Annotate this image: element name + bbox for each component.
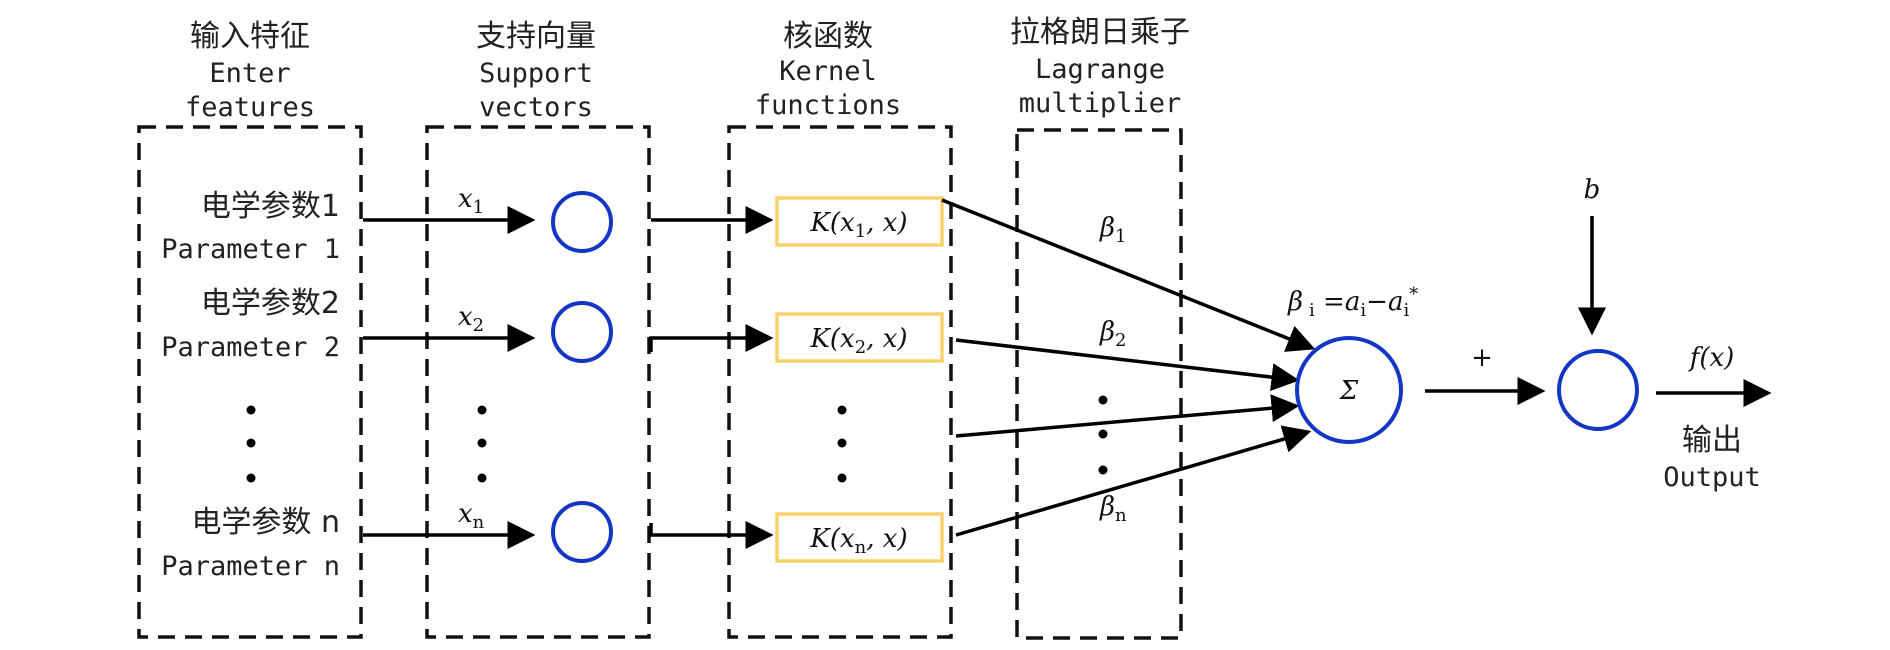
weight-line-1 <box>941 198 1316 352</box>
kernel-box-1 <box>775 196 944 247</box>
input-ellipsis <box>246 405 256 483</box>
kernel-group-box <box>727 125 953 639</box>
support-vector-node-n <box>551 501 613 563</box>
kernel-function-n: K(xn, x) <box>809 524 907 558</box>
input-header-en1: Enter <box>209 58 290 89</box>
kernel-box-2 <box>775 312 944 363</box>
input-label-en-n: Parameter n <box>161 551 340 582</box>
lagrange-header: 拉格朗日乘子 Lagrange multiplier <box>1010 15 1190 119</box>
support-header-zh: 支持向量 <box>476 19 596 54</box>
kernel-header-en2: functions <box>755 90 901 121</box>
input-label-zh-2: 电学参数2 <box>201 286 340 321</box>
sigma-symbol: Σ <box>1339 376 1359 406</box>
bias-label: b <box>1584 175 1601 205</box>
input-label-en-2: Parameter 2 <box>161 332 340 363</box>
support-group-box <box>425 125 651 639</box>
lagrange-header-en1: Lagrange <box>1035 54 1165 85</box>
kernel-function-1: K(x1, x) <box>809 208 907 242</box>
summation-node <box>1295 336 1403 444</box>
beta-label-2: β2 <box>1099 317 1126 351</box>
support-vector-node-2 <box>551 301 613 363</box>
input-label-en-1: Parameter 1 <box>161 234 340 265</box>
weight-line-n <box>955 425 1312 537</box>
support-header-en2: vectors <box>479 92 593 123</box>
kernel-header: 核函数 Kernel functions <box>755 19 901 121</box>
weight-line-ellipsis <box>955 394 1300 438</box>
support-ellipsis <box>477 405 487 483</box>
output-label-en: Output <box>1663 462 1761 493</box>
input-header-zh: 输入特征 <box>190 19 310 54</box>
lagrange-header-zh: 拉格朗日乘子 <box>1010 15 1190 50</box>
lagrange-ellipsis <box>1098 395 1108 475</box>
kernel-box-n <box>775 512 944 563</box>
output-function: f(x) <box>1688 343 1735 373</box>
x-label-n: xn <box>458 499 485 533</box>
x-label-1: x1 <box>458 184 484 218</box>
input-group-box <box>137 125 363 639</box>
kernel-ellipsis <box>837 405 847 483</box>
kernel-header-en1: Kernel <box>779 56 877 87</box>
beta-label-1: β1 <box>1099 213 1126 247</box>
output-label-zh: 输出 <box>1682 423 1742 458</box>
kernel-function-2: K(x2, x) <box>809 324 907 358</box>
input-header: 输入特征 Enter features <box>185 19 315 123</box>
input-label-zh-n: 电学参数 n <box>191 505 340 540</box>
input-label-zh-1: 电学参数1 <box>201 189 340 224</box>
support-vector-node-1 <box>551 191 613 253</box>
kernel-header-zh: 核函数 <box>783 19 873 54</box>
weight-line-2 <box>955 338 1300 392</box>
support-header-en1: Support <box>479 58 593 89</box>
x-label-2: x2 <box>458 302 484 336</box>
output-node <box>1557 349 1639 431</box>
support-to-kernel-arrow-n <box>649 521 774 549</box>
beta-label-n: βn <box>1099 492 1127 526</box>
support-to-kernel-arrow-2 <box>649 324 774 352</box>
support-header: 支持向量 Support vectors <box>476 19 596 123</box>
lagrange-header-en2: multiplier <box>1019 88 1182 119</box>
lagrange-group-box <box>1015 128 1183 640</box>
plus-sign: + <box>1471 343 1493 373</box>
input-header-en2: features <box>185 92 315 123</box>
